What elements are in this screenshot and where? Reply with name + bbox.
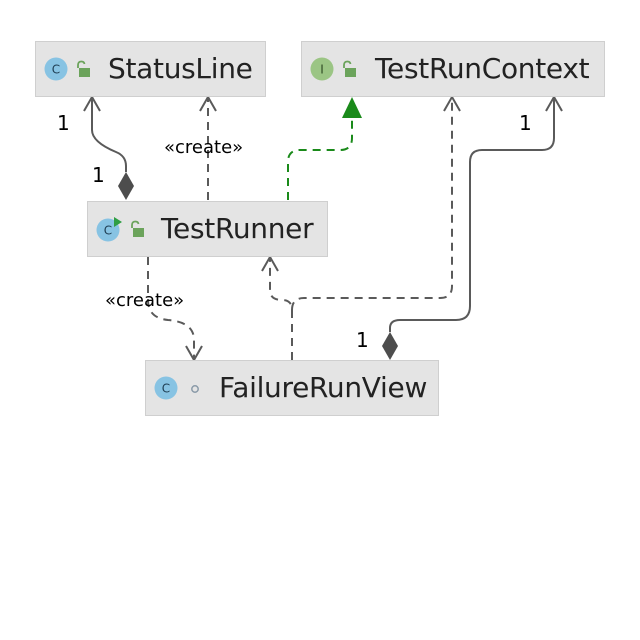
realization-edge-runner-context xyxy=(287,118,353,200)
class-icon: C xyxy=(154,376,178,400)
arrowhead-context-composition xyxy=(545,94,563,112)
class-kind-letter: C xyxy=(52,63,60,77)
unlock-icon xyxy=(343,60,356,77)
class-name-failurerunview: FailureRunView xyxy=(219,371,428,404)
package-private-icon xyxy=(191,385,199,393)
composition-edge-failureview-context xyxy=(389,97,555,332)
arrowhead-testrunner-dependency xyxy=(261,254,279,272)
class-node-failurerunview[interactable]: C FailureRunView xyxy=(145,360,439,416)
runnable-class-kind-letter: C xyxy=(104,224,112,238)
dependency-edge-failureview-runner xyxy=(269,257,293,360)
dependency-edge-failureview-context xyxy=(291,97,453,311)
interface-name-testruncontext: TestRunContext xyxy=(375,52,590,85)
diamond-testrunner-composition xyxy=(118,172,134,200)
class-kind-letter: C xyxy=(162,382,170,396)
interface-node-testruncontext[interactable]: I TestRunContext xyxy=(301,41,605,97)
composition-edge-runner-statusline xyxy=(91,97,127,172)
multiplicity-label: 1 xyxy=(92,163,105,187)
arrowhead-statusline-composition xyxy=(83,94,101,112)
class-name-statusline: StatusLine xyxy=(108,52,253,85)
stereotype-label: «create» xyxy=(105,290,185,311)
class-icon: C xyxy=(44,57,68,81)
runnable-class-icon: C xyxy=(96,217,122,242)
realization-triangle xyxy=(342,97,362,118)
arrowhead-statusline-dependency xyxy=(199,94,217,112)
unlock-icon xyxy=(77,60,90,77)
multiplicity-label: 1 xyxy=(356,328,369,352)
multiplicity-label: 1 xyxy=(519,111,532,135)
interface-icon: I xyxy=(310,57,334,81)
class-name-testrunner: TestRunner xyxy=(161,212,314,245)
interface-kind-letter: I xyxy=(320,63,324,77)
dependency-edge-runner-failureview xyxy=(147,257,195,360)
stereotype-label: «create» xyxy=(164,137,244,158)
class-node-testrunner[interactable]: C TestRunner xyxy=(87,201,328,257)
arrowhead-context-dependency xyxy=(443,94,461,112)
multiplicity-label: 1 xyxy=(57,111,70,135)
diamond-failureview-composition xyxy=(382,332,398,360)
unlock-icon xyxy=(131,220,144,237)
class-node-statusline[interactable]: C StatusLine xyxy=(35,41,266,97)
